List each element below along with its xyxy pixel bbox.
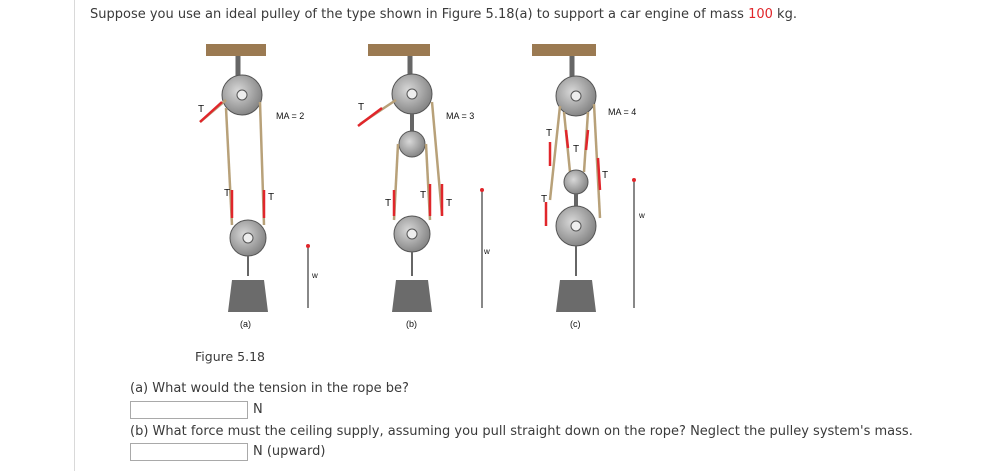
panel-a: T T T MA = 2 w (a) [198, 44, 318, 329]
ceiling-force-answer-input[interactable] [130, 443, 248, 461]
panel-label-a: (a) [240, 319, 251, 329]
tension-label: T [224, 188, 230, 199]
tension-answer-input[interactable] [130, 401, 248, 419]
part-a-question: (a) What would the tension in the rope b… [130, 381, 409, 396]
ma-label-c: MA = 4 [608, 107, 636, 117]
ma-label-b: MA = 3 [446, 111, 474, 121]
panel-b: T T T T MA = 3 w (b) [357, 44, 490, 329]
engine-weight-b [392, 280, 432, 312]
tension-arrow-b1 [357, 107, 383, 127]
tension-arrow-a1 [199, 101, 223, 123]
content-left-border [74, 0, 75, 471]
problem-text-prefix: Suppose you use an ideal pulley of the t… [90, 7, 749, 22]
tension-arrow-c2 [564, 129, 570, 149]
pulley-mid-b [398, 130, 426, 158]
tension-label: T [541, 194, 547, 205]
tension-label: T [573, 144, 579, 155]
figure-caption: Figure 5.18 [195, 349, 265, 364]
weight-label: w [311, 271, 318, 280]
pulley-mid-c [563, 169, 589, 195]
tension-label: T [602, 170, 608, 181]
mass-value: 100 [748, 7, 773, 22]
tension-label: T [358, 102, 364, 113]
tension-label: T [446, 198, 452, 209]
problem-text-suffix: kg. [772, 7, 797, 22]
ceiling-b [368, 44, 430, 56]
part-b-answer-row: N (upward) [130, 443, 325, 461]
tension-label: T [420, 190, 426, 201]
ceiling-a [206, 44, 266, 56]
ma-label-a: MA = 2 [276, 111, 304, 121]
part-a-answer-row: N [130, 401, 263, 419]
ceiling-c [532, 44, 596, 56]
part-b-question: (b) What force must the ceiling supply, … [130, 424, 913, 439]
pulley-figure: T T T MA = 2 w (a) [180, 40, 680, 340]
tension-arrow-c4 [596, 157, 602, 191]
engine-weight-c [556, 280, 596, 312]
panel-label-c: (c) [570, 319, 581, 329]
tension-label: T [268, 192, 274, 203]
tension-label: T [385, 198, 391, 209]
problem-statement: Suppose you use an ideal pulley of the t… [90, 7, 797, 22]
engine-weight-a [228, 280, 268, 312]
panel-label-b: (b) [406, 319, 417, 329]
pulley-diagram: T T T MA = 2 w (a) [198, 44, 645, 329]
tension-arrow-c3 [584, 129, 590, 151]
weight-label: w [483, 247, 490, 256]
tension-label: T [546, 128, 552, 139]
weight-label: w [638, 211, 645, 220]
tension-label: T [198, 104, 204, 115]
part-a-unit: N [253, 402, 263, 417]
part-b-unit: N (upward) [253, 444, 326, 459]
panel-c: T T T T MA = 4 w (c) [532, 44, 645, 329]
